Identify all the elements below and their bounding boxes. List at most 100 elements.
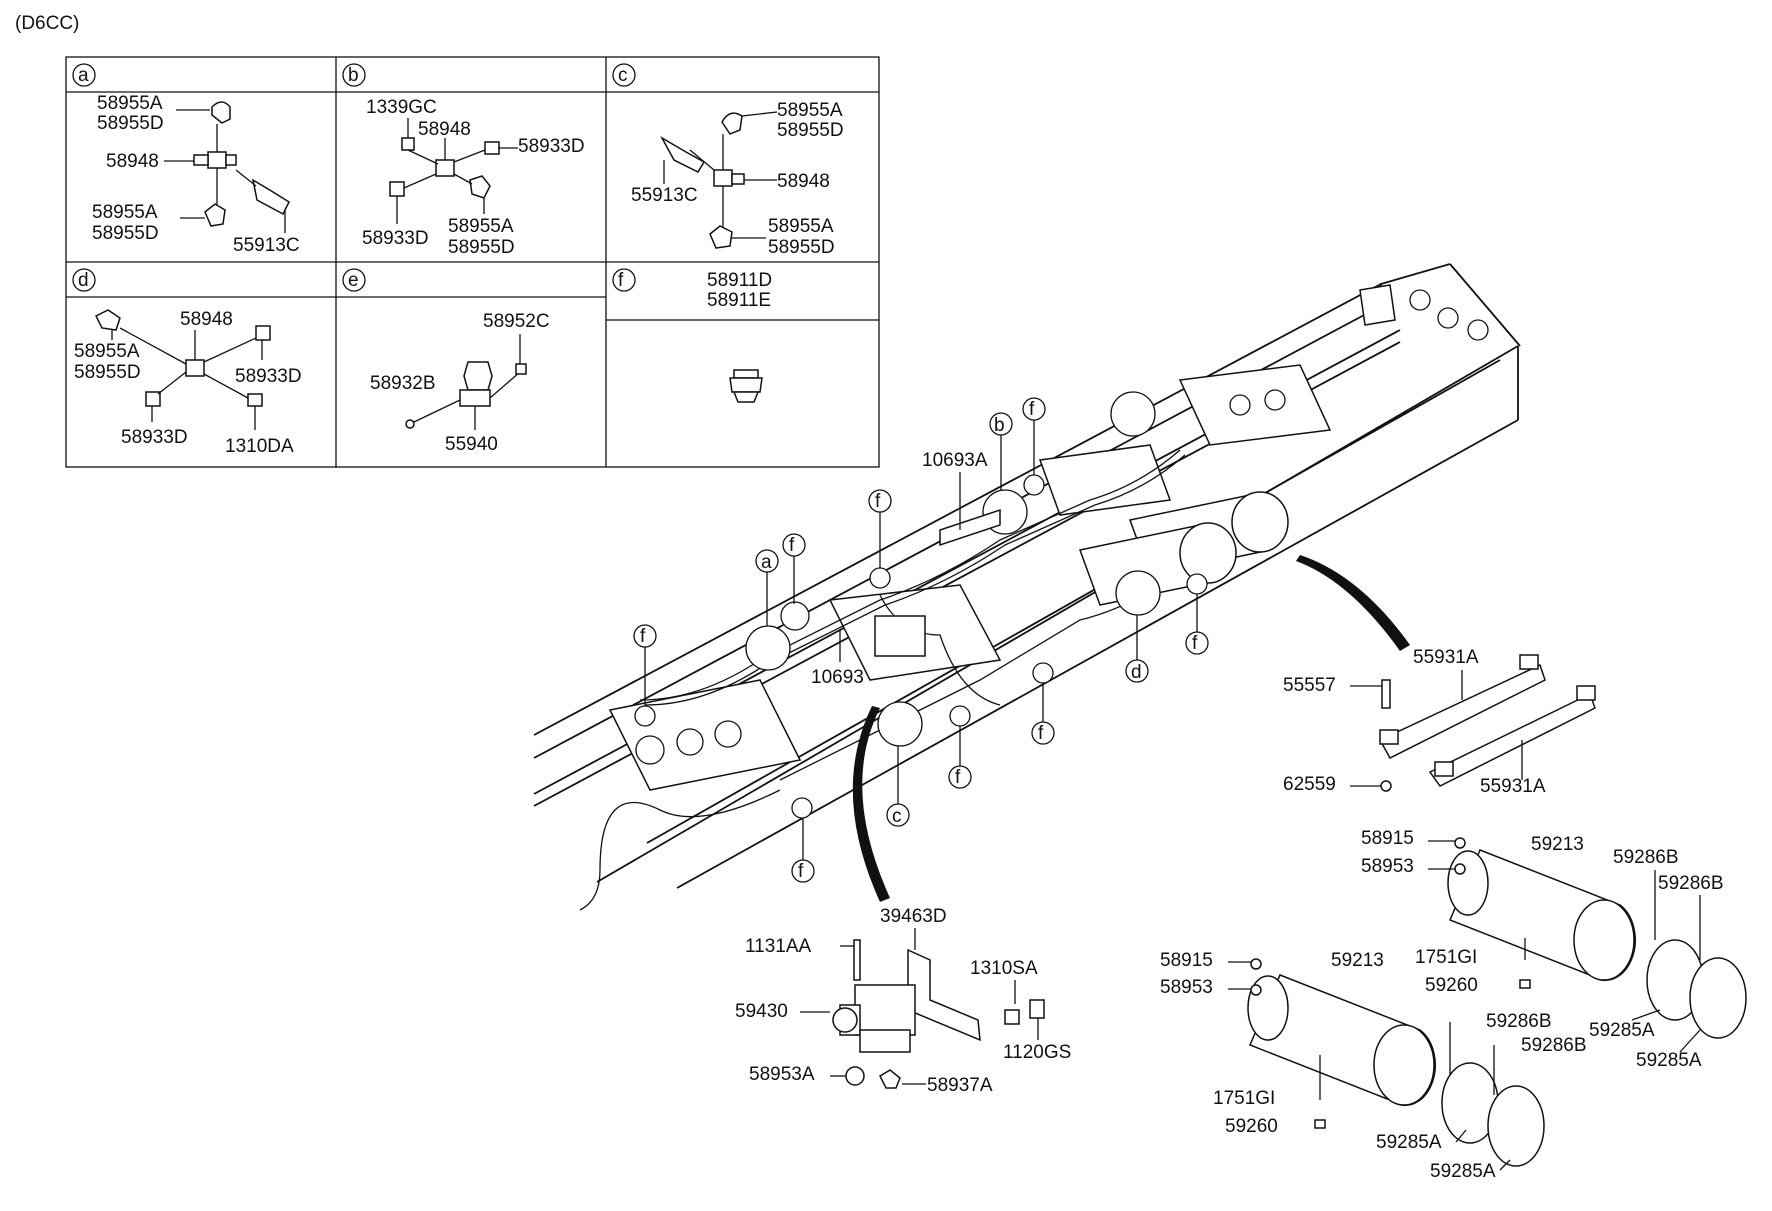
svg-text:f: f xyxy=(1038,723,1044,744)
part-58955A: 58955A xyxy=(74,341,140,362)
part-58955D: 58955D xyxy=(97,113,164,134)
svg-text:f: f xyxy=(789,535,795,556)
cross-fitting-icon xyxy=(94,309,271,430)
part-55913C: 55913C xyxy=(631,185,698,206)
part-59213: 59213 xyxy=(1531,834,1584,855)
part-10693A: 10693A xyxy=(922,450,988,471)
part-58955A: 58955A xyxy=(97,93,163,114)
part-58948: 58948 xyxy=(180,309,233,330)
part-1751GI: 1751GI xyxy=(1415,947,1477,968)
part-58933D: 58933D xyxy=(518,136,585,157)
svg-text:f: f xyxy=(875,491,881,512)
leader-swooshes xyxy=(852,555,1410,902)
part-59260: 59260 xyxy=(1225,1116,1278,1137)
part-59286B: 59286B xyxy=(1658,873,1724,894)
mount-brackets: 55931A 55557 62559 55931A xyxy=(1283,647,1596,797)
part-58933D: 58933D xyxy=(121,427,188,448)
panel-d: d 58948 58955A 58955D 58933D 58933D 1310… xyxy=(72,268,302,457)
part-58953: 58953 xyxy=(1361,856,1414,877)
part-58955A: 58955A xyxy=(448,216,514,237)
plug-icon xyxy=(729,369,763,403)
part-58955D: 58955D xyxy=(448,237,515,258)
frame-callouts: a b c d f f f f f f f f 10693A 10693 xyxy=(633,397,1209,883)
part-58932B: 58932B xyxy=(370,373,436,394)
frame-air-tanks xyxy=(1078,491,1289,606)
part-58911D: 58911D xyxy=(707,270,772,291)
part-59285A: 59285A xyxy=(1430,1161,1496,1182)
svg-text:f: f xyxy=(640,626,646,647)
part-59430: 59430 xyxy=(735,1001,788,1022)
upper-tank: 58915 58953 59213 59286B 59286B 1751GI 5… xyxy=(1361,828,1747,1071)
part-59260: 59260 xyxy=(1425,975,1478,996)
panel-f: f 58911D 58911E xyxy=(612,268,772,403)
svg-text:b: b xyxy=(994,415,1005,436)
panel-a: a 58955A 58955D 58948 58955A 58955D 5591… xyxy=(72,63,300,256)
part-55931A: 55931A xyxy=(1413,647,1479,668)
tee-fitting-icon xyxy=(164,101,290,233)
part-58955D: 58955D xyxy=(92,223,159,244)
part-55931A: 55931A xyxy=(1480,776,1546,797)
panel-a-label: a xyxy=(78,65,89,86)
panel-d-label: d xyxy=(78,270,89,291)
svg-text:c: c xyxy=(892,806,902,827)
part-1131AA: 1131AA xyxy=(745,936,812,957)
part-59285A: 59285A xyxy=(1376,1132,1442,1153)
part-59286B: 59286B xyxy=(1613,847,1679,868)
part-1310SA: 1310SA xyxy=(970,958,1038,979)
part-58953: 58953 xyxy=(1160,977,1213,998)
panel-c: c 58955A 58955D 58948 55913C 58955A 5895… xyxy=(612,63,844,258)
part-59286B: 59286B xyxy=(1521,1035,1587,1056)
part-1120GS: 1120GS xyxy=(1003,1042,1071,1063)
part-1751GI: 1751GI xyxy=(1213,1088,1275,1109)
part-59286B: 59286B xyxy=(1486,1011,1552,1032)
part-10693: 10693 xyxy=(811,667,864,688)
panel-c-label: c xyxy=(618,65,628,86)
part-58933D: 58933D xyxy=(235,366,302,387)
part-58953A: 58953A xyxy=(749,1064,815,1085)
chassis-frame xyxy=(533,263,1521,889)
part-55940: 55940 xyxy=(445,434,498,455)
part-58948: 58948 xyxy=(106,151,159,172)
part-58911E: 58911E xyxy=(707,290,771,311)
svg-text:f: f xyxy=(1029,399,1035,420)
panel-e: e 58952C 58932B 55940 xyxy=(342,268,550,455)
tee-fitting-icon xyxy=(660,111,778,249)
part-59285A: 59285A xyxy=(1636,1050,1702,1071)
part-58933D: 58933D xyxy=(362,228,429,249)
panel-e-label: e xyxy=(348,270,359,291)
lower-tank: 58915 58953 59213 1751GI 59260 59286B 59… xyxy=(1160,950,1587,1182)
part-58955A: 58955A xyxy=(92,202,158,223)
svg-text:d: d xyxy=(1131,662,1142,683)
part-39463D: 39463D xyxy=(880,906,947,927)
part-55913C: 55913C xyxy=(233,235,300,256)
part-59285A: 59285A xyxy=(1589,1020,1655,1041)
valve-assembly: 39463D 1131AA 1310SA 59430 1120GS 58953A… xyxy=(735,906,1071,1096)
part-62559: 62559 xyxy=(1283,774,1336,795)
part-58955D: 58955D xyxy=(74,362,141,383)
panel-b: b 1339GC 58948 58933D 58933D 58955A 5895… xyxy=(342,63,585,258)
panel-b-label: b xyxy=(348,65,359,86)
part-58948: 58948 xyxy=(418,119,471,140)
svg-text:f: f xyxy=(798,861,804,882)
panel-f-label: f xyxy=(618,270,624,291)
brake-lines xyxy=(579,391,1208,911)
cross-fitting-icon xyxy=(389,118,518,224)
part-58915: 58915 xyxy=(1361,828,1414,849)
svg-text:f: f xyxy=(955,767,961,788)
part-58955D: 58955D xyxy=(777,120,844,141)
part-55557: 55557 xyxy=(1283,675,1336,696)
part-58937A: 58937A xyxy=(927,1075,993,1096)
part-1310DA: 1310DA xyxy=(225,436,294,457)
part-1339GC: 1339GC xyxy=(366,97,437,118)
valve-icon xyxy=(405,334,527,430)
model-code: (D6CC) xyxy=(15,13,79,34)
svg-text:a: a xyxy=(761,552,772,573)
part-58948: 58948 xyxy=(777,171,830,192)
part-58952C: 58952C xyxy=(483,311,550,332)
part-58955A: 58955A xyxy=(777,100,843,121)
svg-text:f: f xyxy=(1192,633,1198,654)
part-58955A: 58955A xyxy=(768,216,834,237)
detail-table xyxy=(65,56,880,468)
part-58915: 58915 xyxy=(1160,950,1213,971)
